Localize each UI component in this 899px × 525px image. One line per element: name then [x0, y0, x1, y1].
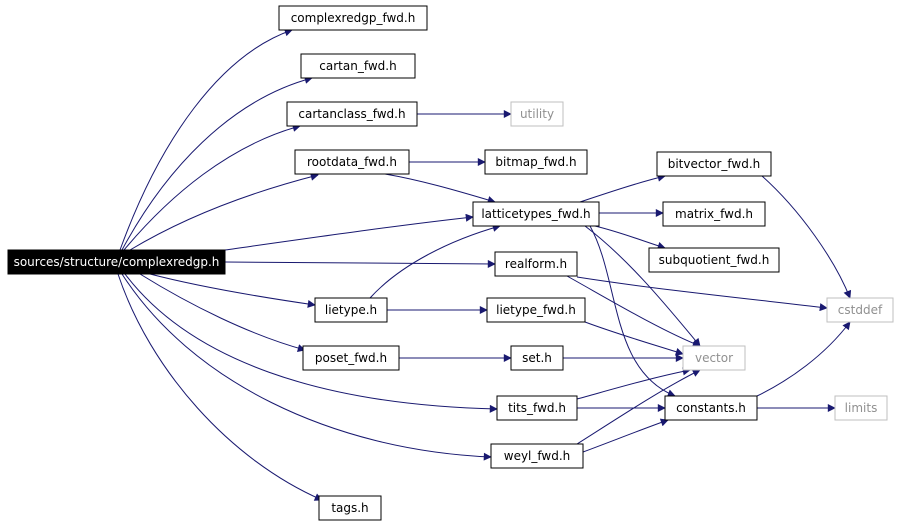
node-cstddef: cstddef	[826, 297, 894, 323]
node-utility: utility	[510, 101, 564, 127]
node-box-cartan_fwd[interactable]	[300, 53, 416, 79]
edge-constants-to-cstddef	[756, 321, 851, 397]
node-label-lietype_fwd: lietype_fwd.h	[496, 303, 576, 317]
edge-complexredgp-to-realform	[224, 259, 496, 268]
node-box-weyl_fwd[interactable]	[490, 443, 584, 469]
node-box-lietype_fwd[interactable]	[486, 297, 586, 323]
edge-latticetypes_fwd-to-subquotient_fwd	[594, 225, 666, 250]
node-box-lietype[interactable]	[314, 297, 388, 323]
node-label-tits_fwd: tits_fwd.h	[508, 401, 566, 415]
node-box-limits	[834, 395, 888, 421]
node-box-latticetypes_fwd[interactable]	[472, 201, 600, 227]
edge-latticetypes_fwd-to-vector	[584, 225, 701, 347]
node-label-vector: vector	[695, 351, 733, 365]
node-label-limits: limits	[845, 401, 878, 415]
node-box-complexredgp[interactable]	[7, 249, 226, 275]
node-subquotient_fwd[interactable]: subquotient_fwd.h	[648, 247, 780, 273]
node-label-constants: constants.h	[676, 401, 746, 415]
node-label-bitvector_fwd: bitvector_fwd.h	[668, 157, 761, 171]
node-label-realform: realform.h	[505, 257, 567, 271]
node-label-weyl_fwd: weyl_fwd.h	[504, 449, 571, 463]
node-label-rootdata_fwd: rootdata_fwd.h	[307, 155, 397, 169]
edge-complexredgp-to-cartan_fwd	[121, 76, 313, 251]
node-label-subquotient_fwd: subquotient_fwd.h	[659, 253, 770, 267]
edge-complexredgp-to-poset_fwd	[139, 273, 306, 352]
node-rootdata_fwd[interactable]: rootdata_fwd.h	[294, 149, 410, 175]
node-box-bitvector_fwd[interactable]	[656, 151, 772, 177]
edge-weyl_fwd-to-constants	[582, 418, 669, 453]
node-box-matrix_fwd[interactable]	[662, 201, 766, 227]
node-label-tags: tags.h	[331, 501, 368, 515]
edge-bitvector_fwd-to-cstddef	[761, 175, 852, 299]
node-tits_fwd[interactable]: tits_fwd.h	[496, 395, 578, 421]
node-box-subquotient_fwd[interactable]	[648, 247, 780, 273]
node-label-complexredgp: sources/structure/complexredgp.h	[14, 255, 220, 269]
node-box-cstddef	[826, 297, 894, 323]
node-poset_fwd[interactable]: poset_fwd.h	[302, 345, 400, 371]
node-complexredgp[interactable]: sources/structure/complexredgp.h	[7, 249, 226, 275]
node-box-tags[interactable]	[318, 495, 382, 521]
node-label-matrix_fwd: matrix_fwd.h	[675, 207, 753, 221]
node-realform[interactable]: realform.h	[494, 251, 578, 277]
node-complexredgp_fwd[interactable]: complexredgp_fwd.h	[278, 5, 428, 31]
node-label-complexredgp_fwd: complexredgp_fwd.h	[291, 11, 416, 25]
edge-complexredgp-to-complexredgp_fwd	[119, 28, 293, 251]
edge-weyl_fwd-to-vector	[576, 369, 701, 445]
node-bitmap_fwd[interactable]: bitmap_fwd.h	[484, 149, 588, 175]
node-label-cartanclass_fwd: cartanclass_fwd.h	[298, 107, 405, 121]
node-cartan_fwd[interactable]: cartan_fwd.h	[300, 53, 416, 79]
edge-complexredgp-to-cartanclass_fwd	[123, 124, 301, 251]
node-matrix_fwd[interactable]: matrix_fwd.h	[662, 201, 766, 227]
edge-complexredgp-to-latticetypes_fwd	[224, 213, 474, 251]
edge-complexredgp-to-weyl_fwd	[121, 273, 492, 461]
node-box-utility	[510, 101, 564, 127]
node-box-bitmap_fwd[interactable]	[484, 149, 588, 175]
edge-complexredgp-to-tits_fwd	[124, 273, 498, 413]
edge-complexredgp-to-rootdata_fwd	[129, 172, 319, 251]
node-box-tits_fwd[interactable]	[496, 395, 578, 421]
edge-lietype-to-latticetypes_fwd	[369, 224, 501, 299]
node-vector: vector	[682, 345, 746, 371]
node-weyl_fwd[interactable]: weyl_fwd.h	[490, 443, 584, 469]
node-label-poset_fwd: poset_fwd.h	[315, 351, 387, 365]
edge-latticetypes_fwd-to-constants	[589, 225, 676, 398]
node-box-cartanclass_fwd[interactable]	[286, 101, 418, 127]
edge-realform-to-cstddef	[576, 276, 828, 312]
node-label-utility: utility	[520, 107, 554, 121]
node-box-complexredgp_fwd[interactable]	[278, 5, 428, 31]
node-box-poset_fwd[interactable]	[302, 345, 400, 371]
edge-complexredgp-to-lietype	[149, 273, 316, 308]
node-lietype_fwd[interactable]: lietype_fwd.h	[486, 297, 586, 323]
node-box-set[interactable]	[510, 345, 564, 371]
edge-rootdata_fwd-to-latticetypes_fwd	[384, 173, 496, 204]
node-set[interactable]: set.h	[510, 345, 564, 371]
node-bitvector_fwd[interactable]: bitvector_fwd.h	[656, 151, 772, 177]
node-label-set: set.h	[522, 351, 552, 365]
node-lietype[interactable]: lietype.h	[314, 297, 388, 323]
edge-tits_fwd-to-vector	[576, 367, 691, 400]
node-tags[interactable]: tags.h	[318, 495, 382, 521]
edge-complexredgp-to-tags	[117, 273, 323, 501]
edges-layer	[117, 28, 852, 501]
node-constants[interactable]: constants.h	[664, 395, 758, 421]
node-cartanclass_fwd[interactable]: cartanclass_fwd.h	[286, 101, 418, 127]
node-box-rootdata_fwd[interactable]	[294, 149, 410, 175]
node-label-bitmap_fwd: bitmap_fwd.h	[495, 155, 576, 169]
node-box-realform[interactable]	[494, 251, 578, 277]
node-latticetypes_fwd[interactable]: latticetypes_fwd.h	[472, 201, 600, 227]
nodes-layer: sources/structure/complexredgp.h complexr…	[7, 5, 894, 521]
node-limits: limits	[834, 395, 888, 421]
node-label-lietype: lietype.h	[325, 303, 377, 317]
node-label-cstddef: cstddef	[838, 303, 883, 317]
edge-realform-to-vector	[566, 275, 701, 348]
node-box-vector	[682, 345, 746, 371]
node-label-cartan_fwd: cartan_fwd.h	[319, 59, 396, 73]
node-box-constants[interactable]	[664, 395, 758, 421]
node-label-latticetypes_fwd: latticetypes_fwd.h	[481, 207, 590, 221]
edge-lietype_fwd-to-vector	[584, 321, 684, 356]
edge-latticetypes_fwd-to-bitvector_fwd	[579, 173, 666, 203]
